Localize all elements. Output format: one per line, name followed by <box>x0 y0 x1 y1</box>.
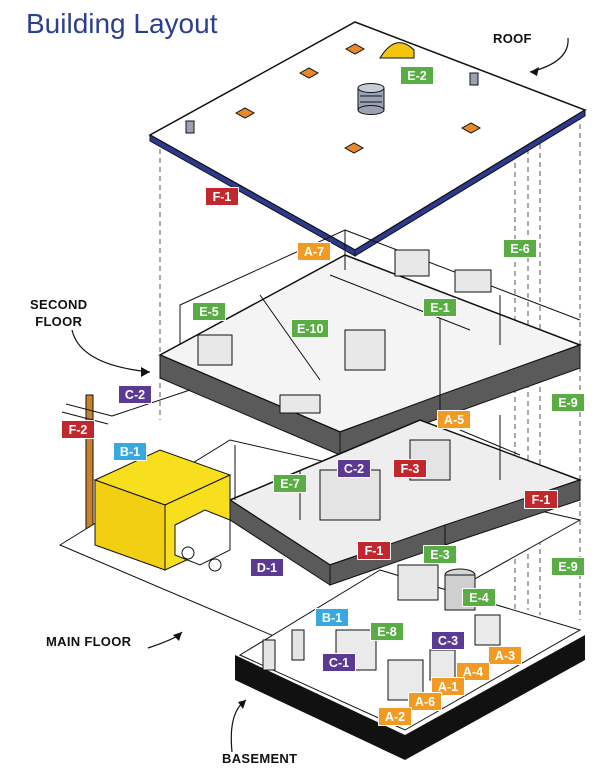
roof-slab <box>148 21 587 257</box>
page-title: Building Layout <box>26 8 218 39</box>
tag-f2[interactable]: F-2 <box>61 420 95 439</box>
tag-f1-lower[interactable]: F-1 <box>357 541 391 560</box>
tag-e7[interactable]: E-7 <box>273 474 307 493</box>
tag-e2[interactable]: E-2 <box>400 66 434 85</box>
tag-a1[interactable]: A-1 <box>431 677 465 696</box>
tag-e5[interactable]: E-5 <box>192 302 226 321</box>
tag-e9-upper[interactable]: E-9 <box>551 393 585 412</box>
second-floor-walls <box>179 229 581 414</box>
roof-hvac-units <box>234 43 482 154</box>
basement-equipment <box>262 564 501 701</box>
second-floor-label-line2: FLOOR <box>35 314 83 329</box>
tag-a2[interactable]: A-2 <box>378 707 412 726</box>
tag-e9-lower[interactable]: E-9 <box>551 557 585 576</box>
roof-label: ROOF <box>493 31 532 46</box>
tag-c3[interactable]: C-3 <box>431 631 465 650</box>
tag-e4[interactable]: E-4 <box>462 588 496 607</box>
tag-e3[interactable]: E-3 <box>423 545 457 564</box>
tag-a3[interactable]: A-3 <box>488 646 522 665</box>
tag-c1[interactable]: C-1 <box>322 653 356 672</box>
second-floor-label-line1: SECOND <box>30 297 88 312</box>
tag-d1[interactable]: D-1 <box>250 558 284 577</box>
tag-e1[interactable]: E-1 <box>423 298 457 317</box>
roof-dome <box>379 42 415 59</box>
tag-a6[interactable]: A-6 <box>408 692 442 711</box>
tag-e10[interactable]: E-10 <box>291 319 330 338</box>
tag-a7[interactable]: A-7 <box>297 242 331 261</box>
main-floor-label: MAIN FLOOR <box>46 634 132 649</box>
tag-a4[interactable]: A-4 <box>456 662 490 681</box>
callout-arrowheads <box>141 67 539 709</box>
tag-e8[interactable]: E-8 <box>370 622 404 641</box>
tag-a5[interactable]: A-5 <box>437 410 471 429</box>
tag-e6[interactable]: E-6 <box>503 239 537 258</box>
roof-tank <box>357 83 385 115</box>
roof-vents <box>185 72 479 134</box>
tag-b1-base[interactable]: B-1 <box>315 608 349 627</box>
tag-c2-second[interactable]: C-2 <box>118 385 152 404</box>
basement-label: BASEMENT <box>222 751 298 766</box>
delivery-truck <box>174 509 231 572</box>
tag-c2-main[interactable]: C-2 <box>337 459 371 478</box>
second-floor-label: SECOND FLOOR <box>30 296 87 330</box>
tag-f1-roof[interactable]: F-1 <box>205 187 239 206</box>
tag-b1-main[interactable]: B-1 <box>113 442 147 461</box>
tag-f3[interactable]: F-3 <box>393 459 427 478</box>
tag-f1-main[interactable]: F-1 <box>524 490 558 509</box>
